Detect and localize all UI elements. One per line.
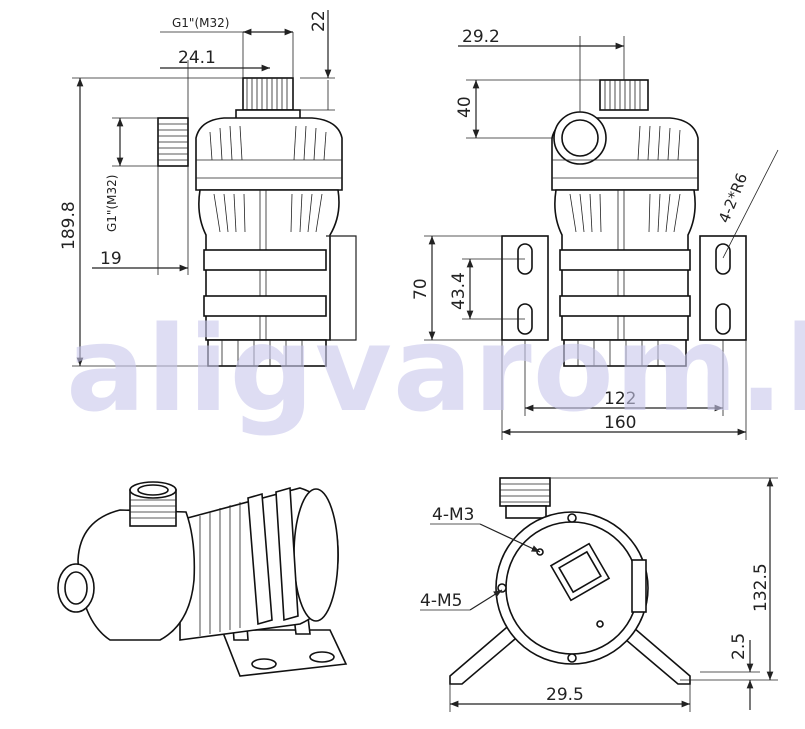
front-end-cap <box>207 339 327 367</box>
front-dim-189-8: 189.8 <box>59 201 79 250</box>
end-dim-2-5: 2.5 <box>729 633 749 660</box>
side-strap-lower <box>559 295 691 317</box>
front-bracket <box>326 235 357 341</box>
iso-strap-2 <box>275 486 299 622</box>
side-slot-label: 4-2*R6 <box>715 171 751 226</box>
end-bolt-bottom <box>567 653 577 663</box>
iso-strap-1 <box>247 492 273 626</box>
end-dim-132-5: 132.5 <box>751 563 771 612</box>
end-dim-29-5: 29.5 <box>546 685 584 705</box>
side-dim-70: 70 <box>411 278 431 300</box>
front-strap-lower <box>203 295 327 317</box>
side-top-thread <box>599 79 649 111</box>
front-dim-19: 19 <box>100 249 122 269</box>
side-dim-29-2: 29.2 <box>462 27 500 47</box>
end-m3-label: 4-M3 <box>432 505 474 525</box>
side-inlet-inner <box>561 119 599 157</box>
side-dim-160: 160 <box>604 413 636 433</box>
front-thread-side-label: G1"(M32) <box>105 175 119 232</box>
isometric-view <box>57 481 348 677</box>
side-strap-upper <box>559 249 691 271</box>
front-view: G1"(M32) 24.1 22 189.8 G1"(M32) 19 <box>59 10 357 367</box>
front-pump-head <box>195 117 343 191</box>
end-bolt-top <box>567 513 577 523</box>
side-slot-4 <box>715 303 731 335</box>
end-bolt-left <box>497 583 507 593</box>
side-view: 29.2 40 70 43.4 122 160 4-2*R6 <box>411 27 779 440</box>
watermark: aligvarom.hu <box>66 300 805 438</box>
side-dim-40: 40 <box>455 96 475 118</box>
front-thread-top-label: G1"(M32) <box>172 16 229 30</box>
front-dim-22: 22 <box>309 10 329 32</box>
front-dim-24-1: 24.1 <box>178 48 216 68</box>
iso-pump-head <box>77 509 196 641</box>
end-top-thread <box>499 477 551 507</box>
front-strap-upper <box>203 249 327 271</box>
side-end-cap <box>563 339 687 367</box>
side-dim-43-4: 43.4 <box>449 272 469 310</box>
side-dim-122: 122 <box>604 389 636 409</box>
end-m5-label: 4-M5 <box>420 591 462 611</box>
front-top-thread <box>242 77 294 111</box>
end-view: 4-M3 4-M5 132.5 2.5 29.5 <box>420 477 778 712</box>
